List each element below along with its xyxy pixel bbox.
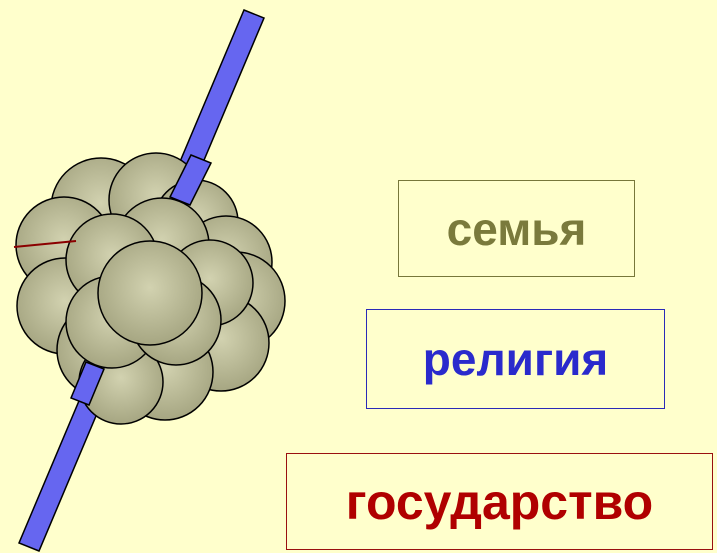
axis-rod-bottom-segment [70,361,105,406]
atom-nucleus-icon [15,152,286,425]
label-religion: религия [366,309,665,409]
axis-rod-top-segment [168,154,213,206]
label-religion-text: религия [422,333,609,385]
label-family-text: семья [446,202,587,255]
label-state-text: государство [345,473,654,530]
sphere [97,240,203,346]
label-state: государство [286,453,713,550]
marker-line [13,240,77,248]
label-family: семья [398,180,635,277]
